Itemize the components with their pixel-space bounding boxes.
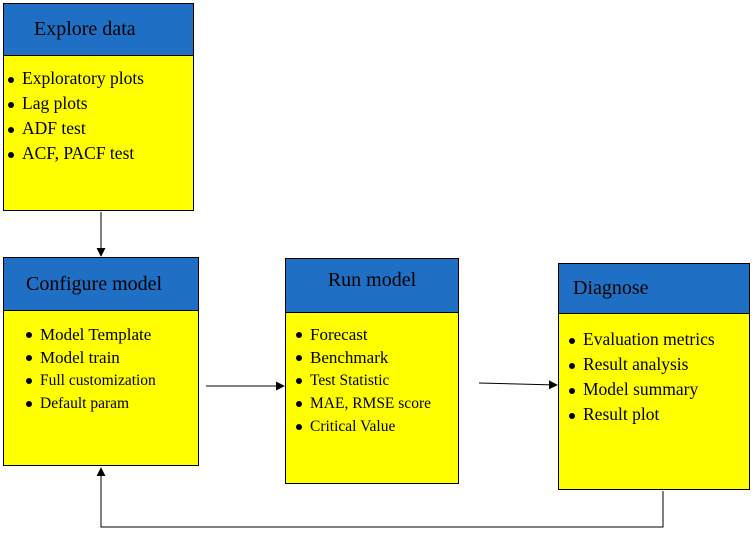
run-model-box: Run model Forecast Benchmark Test Statis… [285, 258, 459, 484]
explore-data-box: Explore data Exploratory plots Lag plots… [3, 3, 194, 211]
list-item: Result analysis [565, 352, 749, 377]
diagnose-list: Evaluation metrics Result analysis Model… [559, 314, 749, 427]
run-model-header: Run model [286, 259, 458, 313]
explore-data-list: Exploratory plots Lag plots ADF test ACF… [4, 56, 193, 166]
list-item: ADF test [4, 116, 193, 141]
list-item: ACF, PACF test [4, 141, 193, 166]
list-item: Model summary [565, 377, 749, 402]
explore-data-title: Explore data [34, 18, 136, 40]
configure-model-title: Configure model [26, 272, 163, 295]
diagnose-title: Diagnose [573, 277, 649, 299]
list-item: Result plot [565, 402, 749, 427]
arrow-diagnose-to-configure [96, 467, 664, 528]
diagnose-header: Diagnose [559, 264, 749, 314]
arrow-run-to-diagnose [478, 380, 558, 390]
explore-data-header: Explore data [4, 4, 193, 56]
list-item: Default param [22, 392, 198, 415]
list-item: Forecast [292, 323, 458, 346]
list-item: Benchmark [292, 346, 458, 369]
list-item: Exploratory plots [4, 66, 193, 91]
list-item: Lag plots [4, 91, 193, 116]
configure-model-header: Configure model [4, 258, 198, 311]
list-item: Model Template [22, 323, 198, 346]
list-item: Full customization [22, 369, 198, 392]
diagnose-box: Diagnose Evaluation metrics Result analy… [558, 263, 750, 490]
list-item: Critical Value [292, 415, 458, 438]
list-item: MAE, RMSE score [292, 392, 458, 415]
configure-model-box: Configure model Model Template Model tra… [3, 257, 199, 466]
list-item: Model train [22, 346, 198, 369]
run-model-list: Forecast Benchmark Test Statistic MAE, R… [286, 313, 458, 438]
run-model-title: Run model [327, 269, 417, 291]
list-item: Test Statistic [292, 369, 458, 392]
configure-model-list: Model Template Model train Full customiz… [4, 311, 198, 415]
list-item: Evaluation metrics [565, 327, 749, 352]
